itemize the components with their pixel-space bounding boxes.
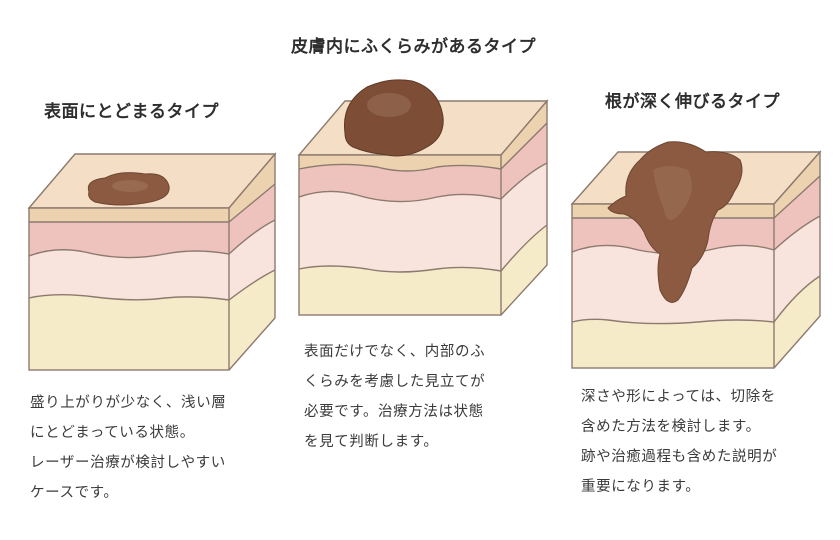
- lesion-shape: [607, 141, 743, 303]
- panel-description-raised: 表面だけでなく、内部のふ くらみを考慮した見立てが 必要です。治療方法は状態 を…: [304, 344, 486, 450]
- panel-description-deep-root: 深さや形によっては、切除を 含めた方法を検討します。 跡や治癒過程も含めた説明が…: [581, 389, 778, 495]
- skin-diagram-raised: [297, 79, 549, 316]
- lesion-shape: [343, 79, 444, 157]
- panel-description-surface: 盛り上がりが少なく、浅い層 にとどまっている状態。 レーザー治療が検討しやすい …: [30, 395, 227, 501]
- skin-diagram-surface: [27, 152, 277, 371]
- panel-title-raised: 皮膚内にふくらみがあるタイプ: [291, 37, 536, 57]
- panel-title-surface: 表面にとどまるタイプ: [44, 102, 219, 122]
- skin-diagram-deep-root: [570, 141, 822, 369]
- panel-title-deep-root: 根が深く伸びるタイプ: [605, 92, 780, 112]
